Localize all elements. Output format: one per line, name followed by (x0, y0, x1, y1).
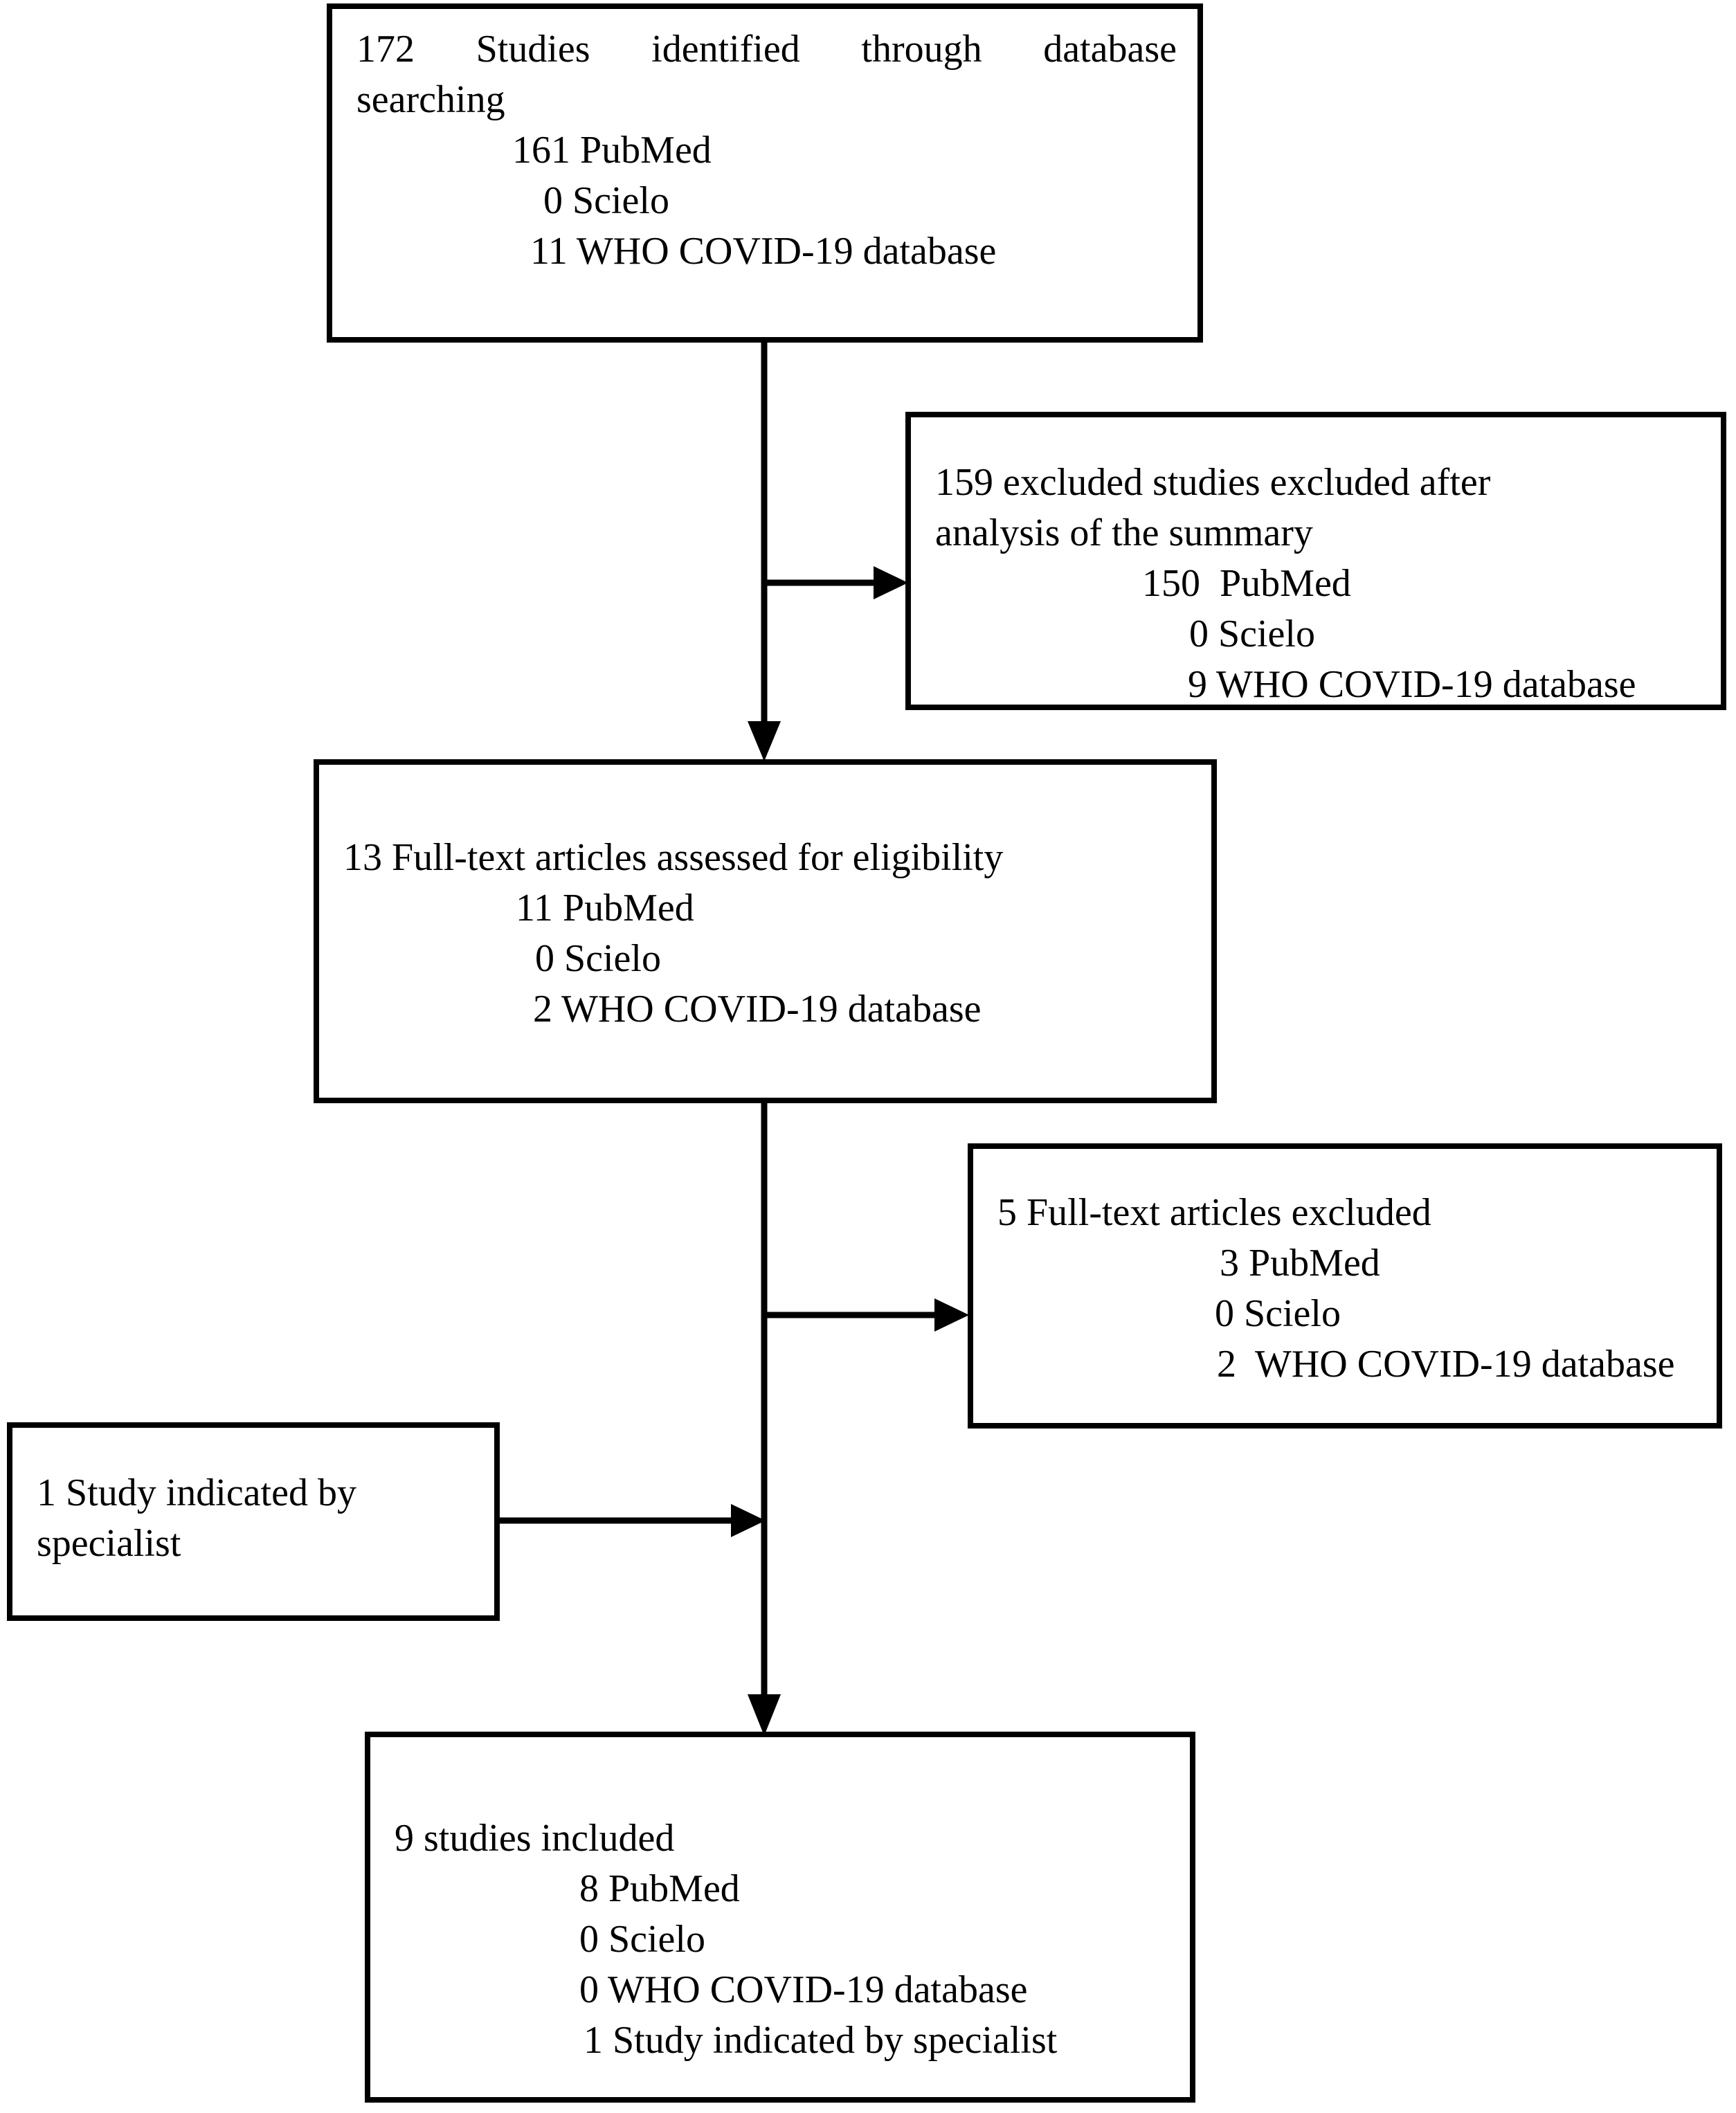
arrowhead-into-fulltext-excluded (934, 1298, 969, 1332)
box-fulltext-excluded-title: 5 Full-text articles excluded (997, 1191, 1431, 1234)
source-count-scielo: 0 Scielo (1189, 613, 1315, 655)
source-count-pubmed: 161 PubMed (512, 129, 712, 172)
source-count-pubmed: 3 PubMed (1220, 1242, 1380, 1285)
box-fulltext-excluded: 5 Full-text articles excluded 3 PubMed 0… (968, 1143, 1722, 1429)
box-studies-identified-title-line1: 172 Studies identified through database (356, 28, 1177, 71)
source-count-who: 9 WHO COVID-19 database (1188, 663, 1636, 706)
source-count-scielo: 0 Scielo (535, 937, 661, 980)
box-excluded-after-summary-title-line2: analysis of the summary (935, 511, 1313, 554)
box-studies-identified-title-line2: searching (356, 78, 505, 121)
source-count-who: 0 WHO COVID-19 database (579, 1968, 1028, 2011)
box-study-indicated-by-specialist: 1 Study indicated by specialist (7, 1422, 500, 1621)
arrowhead-into-included (748, 1694, 781, 1736)
box-studies-identified: 172 Studies identified through database … (327, 3, 1203, 343)
source-count-who: 2 WHO COVID-19 database (533, 988, 982, 1031)
arrowhead-specialist-into-spine (731, 1504, 766, 1537)
box-specialist-title-line1: 1 Study indicated by (37, 1471, 356, 1514)
source-count-pubmed: 11 PubMed (516, 887, 694, 929)
box-excluded-after-summary-title-line1: 159 excluded studies excluded after (935, 461, 1491, 504)
source-count-pubmed: 8 PubMed (579, 1867, 740, 1910)
source-count-scielo: 0 Scielo (543, 179, 669, 222)
source-count-who: 11 WHO COVID-19 database (530, 230, 997, 273)
source-count-scielo: 0 Scielo (579, 1918, 705, 1961)
box-fulltext-assessed: 13 Full-text articles assessed for eligi… (314, 759, 1217, 1103)
box-studies-included-title: 9 studies included (395, 1817, 675, 1860)
source-count-scielo: 0 Scielo (1215, 1292, 1341, 1335)
source-count-pubmed: 150 PubMed (1142, 562, 1351, 605)
box-studies-included: 9 studies included 8 PubMed 0 Scielo 0 W… (365, 1732, 1195, 2103)
source-count-who: 2 WHO COVID-19 database (1217, 1343, 1675, 1386)
source-count-specialist: 1 Study indicated by specialist (584, 2019, 1058, 2062)
arrowhead-into-assessed (748, 721, 781, 761)
box-excluded-after-summary: 159 excluded studies excluded after anal… (905, 412, 1726, 710)
box-fulltext-assessed-title: 13 Full-text articles assessed for eligi… (343, 836, 1004, 879)
box-specialist-title-line2: specialist (37, 1522, 181, 1565)
arrowhead-into-excluded-summary (874, 566, 908, 599)
